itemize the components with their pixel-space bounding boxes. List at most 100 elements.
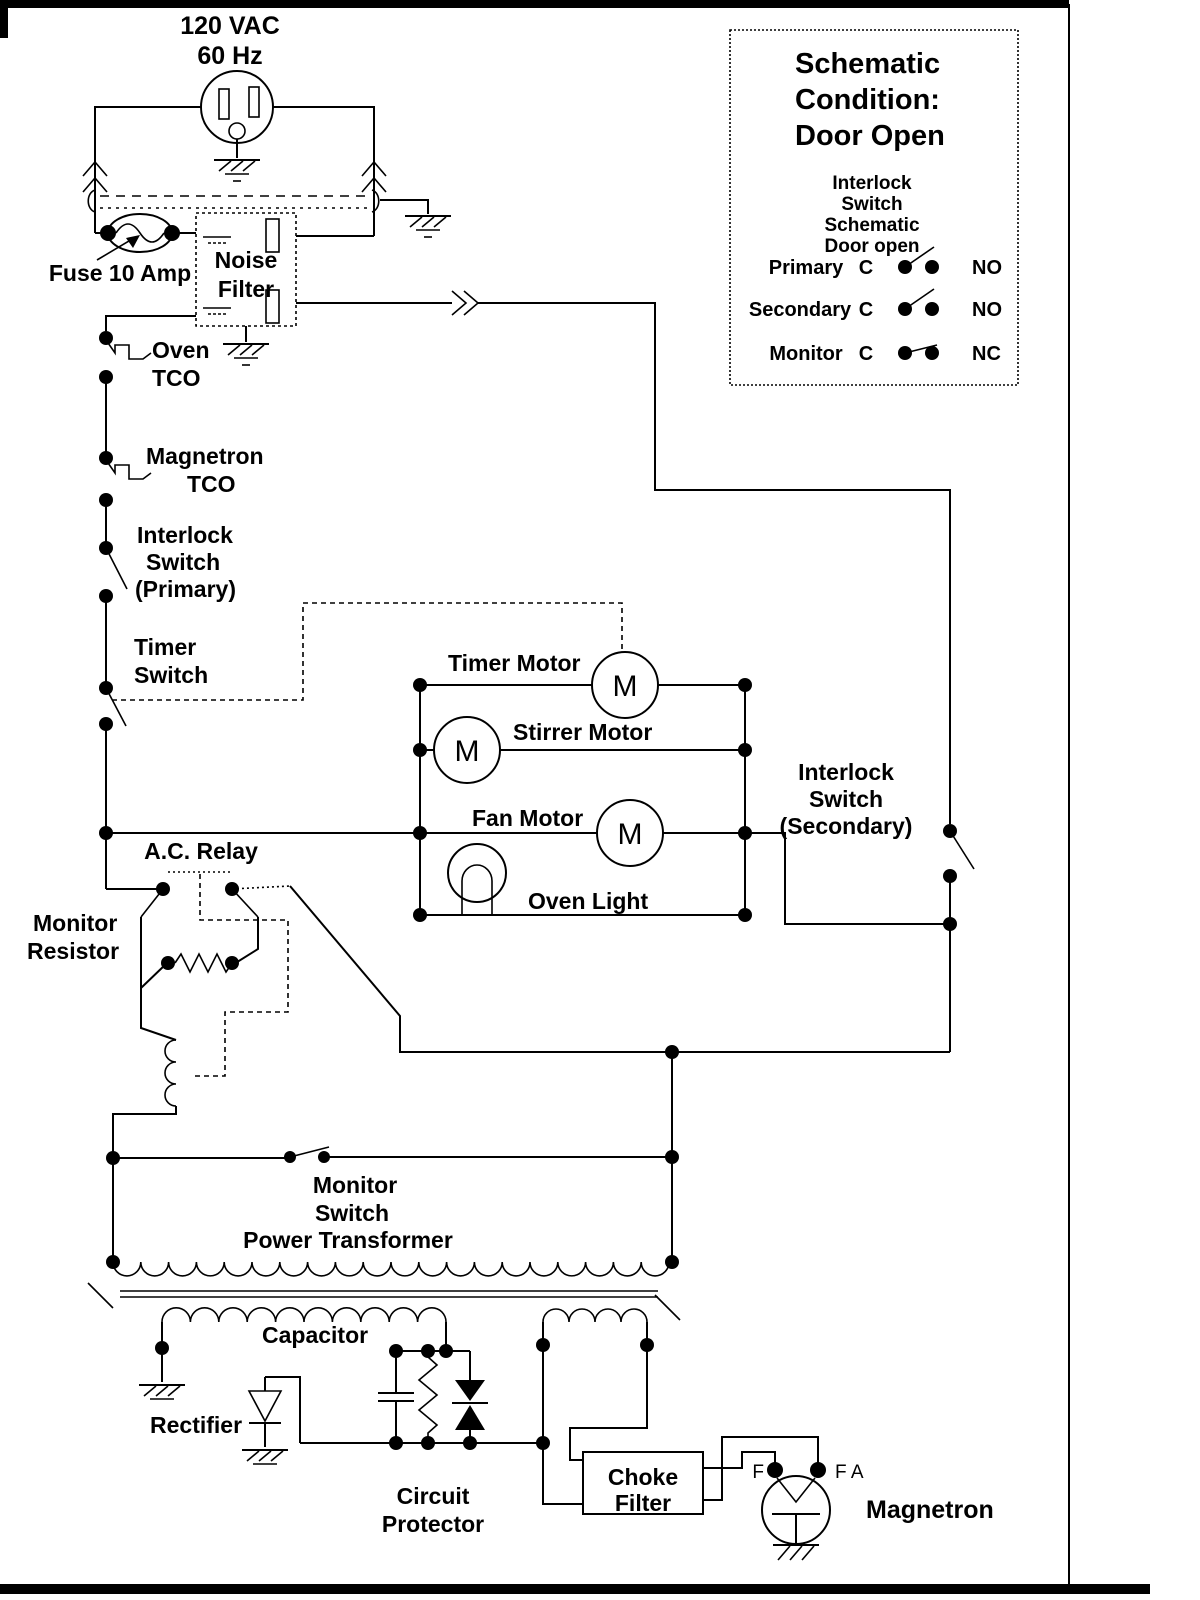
open-switch-blade: [105, 687, 127, 727]
wire-filament-left: [542, 1345, 583, 1505]
motor-m: M: [455, 735, 480, 768]
interlock-switch-primary: Interlock Switch (Primary): [99, 522, 236, 688]
circuit-protector-label: Circuit: [397, 1483, 470, 1509]
svg-text:Secondary: Secondary: [749, 299, 852, 321]
timer-linkage-dashed: [112, 602, 623, 701]
monitor-switch: Monitor Switch: [106, 1045, 679, 1262]
power-transformer: Power Transformer: [87, 1227, 681, 1400]
svg-text:Monitor: Monitor: [313, 1172, 397, 1198]
condition-title: Door Open: [795, 120, 945, 152]
rectifier-label: Rectifier: [150, 1412, 242, 1438]
oven-tco-label: Oven: [152, 337, 210, 363]
ground-symbol: [773, 1544, 819, 1561]
plug-prong-right: [248, 86, 260, 118]
condition-subtitle: Switch: [841, 194, 902, 215]
svg-text:Primary: Primary: [769, 257, 844, 279]
svg-text:(Primary): (Primary): [135, 576, 236, 602]
hv-secondary-winding: [161, 1307, 447, 1323]
svg-text:Choke: Choke: [608, 1464, 678, 1490]
noise-filter-label: Noise: [215, 247, 278, 273]
svg-text:NO: NO: [972, 299, 1002, 321]
choke-filter: Choke Filter: [542, 1345, 819, 1516]
relay-linkage-dashed: [193, 874, 289, 1077]
wire-to-left-rail: [105, 315, 196, 331]
core-tick: [87, 1282, 114, 1309]
magnetron-tco-label: Magnetron: [146, 443, 264, 469]
motor-m: M: [618, 818, 643, 851]
plug-prong-left: [218, 88, 230, 120]
wire-fan-to-interlock: [745, 832, 950, 925]
interlock-switch-secondary: Interlock Switch (Secondary): [672, 759, 975, 1053]
terminal-f-label: F: [752, 1462, 764, 1483]
fuse-label: Fuse 10 Amp: [49, 260, 191, 286]
switch-table-row-secondary: Secondary C NO: [749, 288, 1002, 321]
hv-capacitor: [378, 1351, 414, 1443]
svg-text:(Secondary): (Secondary): [780, 813, 913, 839]
oven-light: Oven Light: [420, 843, 745, 916]
line-arrows: [451, 290, 480, 316]
svg-text:C: C: [859, 299, 873, 321]
voltage-label: 120 VAC: [180, 12, 280, 40]
transformer-label: Power Transformer: [243, 1227, 453, 1253]
wire-choke-to-fa: [703, 1436, 819, 1501]
page-border: [0, 0, 1150, 1594]
svg-text:Interlock: Interlock: [137, 522, 233, 548]
svg-text:Resistor: Resistor: [27, 938, 119, 964]
power-plug-symbol: 120 VAC 60 Hz: [82, 12, 451, 238]
hv-doubler: Capacitor: [150, 1322, 550, 1537]
magnetron-tco: Magnetron TCO: [99, 443, 264, 548]
closed-switch-blade: [904, 344, 938, 354]
frequency-label: 60 Hz: [197, 42, 262, 70]
relay-coil: [112, 1039, 177, 1158]
line-arrows: [82, 160, 387, 193]
timer-motor: M Timer Motor: [420, 650, 745, 719]
oven-tco-label: TCO: [152, 365, 201, 391]
chassis-boundary: [87, 189, 451, 238]
closed-switch-blade: [289, 1146, 330, 1158]
ground-symbol: [139, 1384, 185, 1400]
oven-light-label: Oven Light: [528, 888, 648, 914]
timer-motor-label: Timer Motor: [448, 650, 581, 676]
wire-choke-to-f: [703, 1451, 776, 1469]
ground-symbol: [214, 159, 260, 182]
load-block: M Timer Motor M Stirrer Motor M Fan Moto…: [99, 650, 950, 925]
condition-title: Condition:: [795, 84, 940, 116]
wire-relay-to-node: [289, 885, 672, 1053]
svg-text:Switch: Switch: [809, 786, 883, 812]
fan-motor-label: Fan Motor: [472, 805, 583, 831]
stirrer-motor-label: Stirrer Motor: [513, 719, 652, 745]
primary-winding: [112, 1261, 670, 1277]
wire-to-secondary-interlock: [478, 302, 951, 824]
inductor-glyph: [265, 218, 280, 253]
svg-text:Switch: Switch: [134, 662, 208, 688]
oven-tco: Oven TCO: [99, 331, 210, 458]
fan-motor: M Fan Motor: [106, 799, 745, 867]
rectifier: Rectifier: [150, 1376, 301, 1465]
fuse-symbol: Fuse 10 Amp: [49, 213, 196, 286]
magnetron-tco-label: TCO: [187, 471, 236, 497]
svg-text:Interlock: Interlock: [798, 759, 894, 785]
ground-symbol: [223, 343, 269, 366]
terminal-f-dot: [767, 1462, 783, 1478]
ac-relay-label: A.C. Relay: [144, 838, 258, 864]
capacitor-label: Capacitor: [262, 1322, 368, 1348]
core-tick: [654, 1294, 681, 1321]
bleed-resistor: [417, 1351, 439, 1443]
terminal-fa-dot: [810, 1462, 826, 1478]
circuit-protector-label: Protector: [382, 1511, 484, 1537]
wire-filament-right: [569, 1345, 648, 1461]
svg-text:Filter: Filter: [615, 1490, 671, 1516]
relay-contact-blade: [140, 888, 164, 918]
svg-text:Monitor: Monitor: [33, 910, 117, 936]
ground-symbol: [242, 1449, 288, 1465]
svg-text:Monitor: Monitor: [769, 343, 843, 365]
svg-text:NC: NC: [972, 343, 1001, 365]
monitor-resistor: Monitor Resistor: [27, 910, 239, 974]
condition-title: Schematic: [795, 48, 940, 80]
lamp-filament: [461, 864, 493, 915]
stirrer-motor: M Stirrer Motor: [420, 716, 745, 784]
condition-subtitle: Interlock: [832, 173, 912, 194]
svg-text:Switch: Switch: [146, 549, 220, 575]
